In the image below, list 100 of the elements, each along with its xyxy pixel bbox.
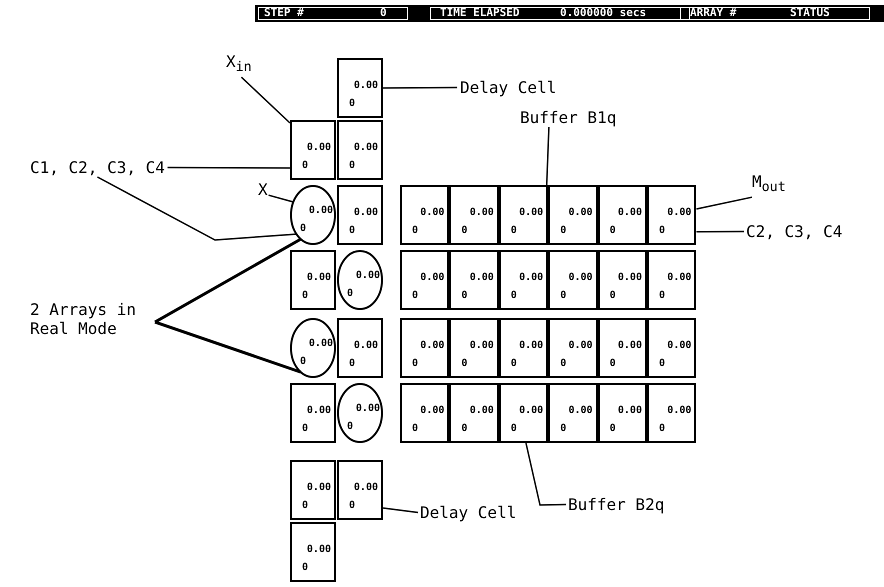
value-text: 0.00 <box>356 403 380 415</box>
count-text: 0 <box>412 225 418 237</box>
count-text: 0 <box>510 423 517 435</box>
array-cell <box>400 318 450 378</box>
annotation-text: X <box>258 180 268 199</box>
oval-array-cell <box>337 250 383 310</box>
value-text: 0.00 <box>519 405 544 417</box>
value-text: 0.00 <box>470 207 494 219</box>
count-text: 0 <box>349 160 356 172</box>
value-text: 0.00 <box>420 340 444 352</box>
value-text: 0.00 <box>667 405 692 417</box>
array-cell <box>290 120 336 180</box>
count-text: 0 <box>659 290 666 302</box>
count-text: 0 <box>461 225 468 237</box>
count-text: 0 <box>461 423 468 435</box>
count-text: 0 <box>610 423 616 435</box>
value-text: 0.00 <box>568 405 593 417</box>
status-text: ARRAY # <box>690 6 736 20</box>
value-text: 0.00 <box>420 405 444 417</box>
value-text: 0.00 <box>354 340 378 352</box>
value-text: 0.00 <box>420 207 444 219</box>
count-text: 0 <box>461 358 468 370</box>
annotation-text: Delay Cell <box>460 78 556 97</box>
oval-array-cell <box>290 185 336 245</box>
status-text: STEP # <box>264 6 304 20</box>
value-text: 0.00 <box>306 142 331 154</box>
leader-line <box>696 230 744 233</box>
value-text: 0.00 <box>519 207 544 219</box>
array-cell <box>290 460 336 520</box>
value-text: 0.00 <box>354 207 378 219</box>
value-text: 0.00 <box>618 340 642 352</box>
array-cell <box>449 383 499 443</box>
array-cell <box>337 460 383 520</box>
value-text: 0.00 <box>306 544 331 556</box>
count-text: 0 <box>302 562 308 574</box>
value-text: 0.00 <box>618 405 642 417</box>
value-text: 0.00 <box>568 207 593 219</box>
leader-line <box>168 166 290 169</box>
count-text: 0 <box>349 98 356 110</box>
status-text: STATUS <box>790 6 830 20</box>
array-cell <box>598 185 647 245</box>
annotation-text: Buffer B1q <box>520 108 616 127</box>
array-cell <box>337 318 383 378</box>
count-text: 0 <box>349 358 356 370</box>
array-cell <box>598 250 647 310</box>
value-text: 0.00 <box>356 270 380 282</box>
annotation-text: Delay Cell <box>420 503 516 522</box>
count-text: 0 <box>610 290 616 302</box>
count-text: 0 <box>659 358 666 370</box>
value-text: 0.00 <box>420 272 444 284</box>
value-text: 0.00 <box>354 142 378 154</box>
count-text: 0 <box>412 423 418 435</box>
value-text: 0.00 <box>470 272 494 284</box>
annotation-text: C2, C3, C4 <box>746 222 842 241</box>
status-text: 0.000000 secs <box>560 6 646 20</box>
array-cell <box>449 185 499 245</box>
value-text: 0.00 <box>667 340 692 352</box>
value-text: 0.00 <box>470 405 494 417</box>
leader-line <box>97 176 296 241</box>
value-text: 0.00 <box>618 272 642 284</box>
leader-line <box>268 194 294 203</box>
array-cell <box>337 58 383 118</box>
value-text: 0.00 <box>308 205 333 217</box>
count-text: 0 <box>659 225 666 237</box>
value-text: 0.00 <box>519 340 544 352</box>
value-text: 0.00 <box>667 207 692 219</box>
value-text: 0.00 <box>519 272 544 284</box>
array-cell <box>647 250 696 310</box>
leader-line <box>696 196 752 210</box>
count-text: 0 <box>610 358 616 370</box>
array-cell <box>647 185 696 245</box>
value-text: 0.00 <box>306 482 331 494</box>
array-cell <box>498 318 548 378</box>
count-text: 0 <box>302 290 308 302</box>
array-cell <box>498 383 548 443</box>
array-cell <box>498 185 548 245</box>
array-cell <box>337 120 383 180</box>
array-cell <box>548 383 598 443</box>
value-text: 0.00 <box>568 272 593 284</box>
array-cell <box>598 318 647 378</box>
array-cell <box>449 250 499 310</box>
array-cell <box>647 318 696 378</box>
count-text: 0 <box>302 160 308 172</box>
value-text: 0.00 <box>667 272 692 284</box>
array-cell <box>548 318 598 378</box>
value-text: 0.00 <box>354 482 378 494</box>
count-text: 0 <box>302 423 308 435</box>
oval-array-cell <box>337 383 383 443</box>
count-text: 0 <box>347 421 354 433</box>
count-text: 0 <box>349 225 356 237</box>
array-cell <box>598 383 647 443</box>
array-cell <box>498 250 548 310</box>
count-text: 0 <box>659 423 666 435</box>
count-text: 0 <box>302 500 308 512</box>
leader-line <box>546 126 550 186</box>
count-text: 0 <box>610 225 616 237</box>
count-text: 0 <box>300 223 306 235</box>
count-text: 0 <box>412 290 418 302</box>
value-text: 0.00 <box>470 340 494 352</box>
count-text: 0 <box>560 423 566 435</box>
